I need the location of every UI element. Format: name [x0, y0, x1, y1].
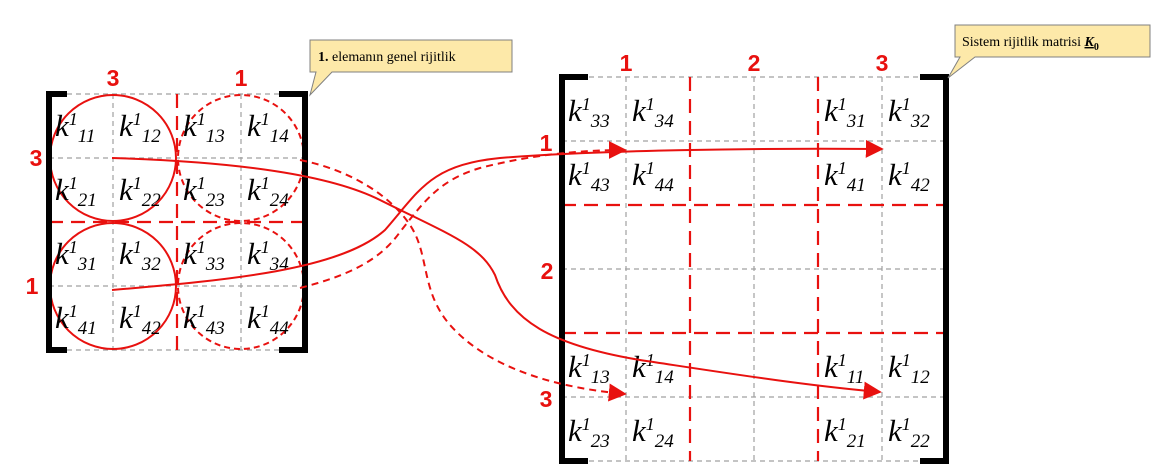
system-matrix-brackets: [559, 74, 949, 464]
element-cell: k114: [247, 108, 289, 147]
system-matrix-cells: k133 k134 k131 k132 k143 k144 k141 k142 k113 k114…: [568, 93, 930, 452]
element-cell: k123: [183, 172, 225, 211]
system-cell: k123: [568, 413, 610, 452]
callout-system-text: Sistem rijitlik matrisi K0: [962, 35, 1099, 53]
row-label: 1: [26, 273, 39, 299]
callout-element-text: 1. elemanın genel rijitlik: [318, 50, 456, 65]
element-cell: k124: [247, 172, 289, 211]
row-label: 3: [30, 145, 43, 171]
left-bracket: [559, 74, 588, 464]
element-cell: k142: [119, 300, 161, 339]
mapping-arrows: [111, 139, 884, 402]
system-cell: k122: [888, 413, 930, 452]
element-matrix-labels: 3 1 3 1: [26, 65, 248, 299]
system-cell: k143: [568, 157, 610, 196]
col-label: 2: [748, 50, 761, 76]
col-label: 3: [107, 65, 120, 91]
row-label: 1: [540, 130, 553, 156]
row-label: 2: [541, 258, 554, 284]
element-cell: k141: [55, 300, 97, 339]
system-cell: k112: [888, 349, 930, 388]
element-cell: k112: [119, 108, 161, 147]
element-cell: k133: [183, 236, 225, 275]
callout-element-stiffness: 1. elemanın genel rijitlik: [309, 39, 513, 97]
element-cell: k132: [119, 236, 161, 275]
arrow-solid-row1-to-sys1: [111, 139, 884, 291]
right-bracket: [279, 91, 308, 353]
element-cell: k143: [183, 300, 225, 339]
system-cell: k144: [632, 157, 674, 196]
col-label: 3: [876, 50, 889, 76]
system-cell: k133: [568, 93, 610, 132]
system-cell: k141: [824, 157, 866, 196]
element-cell: k111: [55, 108, 95, 147]
arrow-solid-row3-to-sys3: [111, 157, 882, 400]
system-cell: k134: [632, 93, 674, 132]
element-matrix: k111 k112 k113 k114 k121 k122 k123 k124 k131 k132…: [26, 65, 308, 353]
system-cell: k131: [824, 93, 866, 132]
system-cell: k142: [888, 157, 930, 196]
system-matrix-labels: 1 2 3 1 2 3: [540, 50, 889, 412]
system-matrix: k133 k134 k131 k132 k143 k144 k141 k142 k113 k114…: [540, 50, 949, 464]
system-matrix-grid: [561, 76, 947, 462]
system-cell: k111: [824, 349, 864, 388]
arrow-dashed-row3-to-sys3: [299, 159, 627, 402]
col-label: 1: [620, 50, 633, 76]
element-matrix-cells: k111 k112 k113 k114 k121 k122 k123 k124 k131 k132…: [55, 108, 289, 339]
system-cell: k121: [824, 413, 866, 452]
element-cell: k113: [183, 108, 225, 147]
element-matrix-brackets: [46, 91, 308, 353]
arrow-dashed-row1-to-sys1: [299, 141, 627, 289]
system-cell: k113: [568, 349, 610, 388]
right-bracket: [920, 74, 949, 464]
system-cell: k124: [632, 413, 674, 452]
system-cell: k132: [888, 93, 930, 132]
system-cell: k114: [632, 349, 674, 388]
element-cell: k131: [55, 236, 97, 275]
col-label: 1: [235, 65, 248, 91]
element-cell: k122: [119, 172, 161, 211]
element-cell: k121: [55, 172, 97, 211]
callout-system-stiffness: Sistem rijitlik matrisi K0: [947, 24, 1151, 79]
left-bracket: [46, 91, 67, 353]
element-cell: k144: [247, 300, 289, 339]
row-label: 3: [540, 386, 553, 412]
